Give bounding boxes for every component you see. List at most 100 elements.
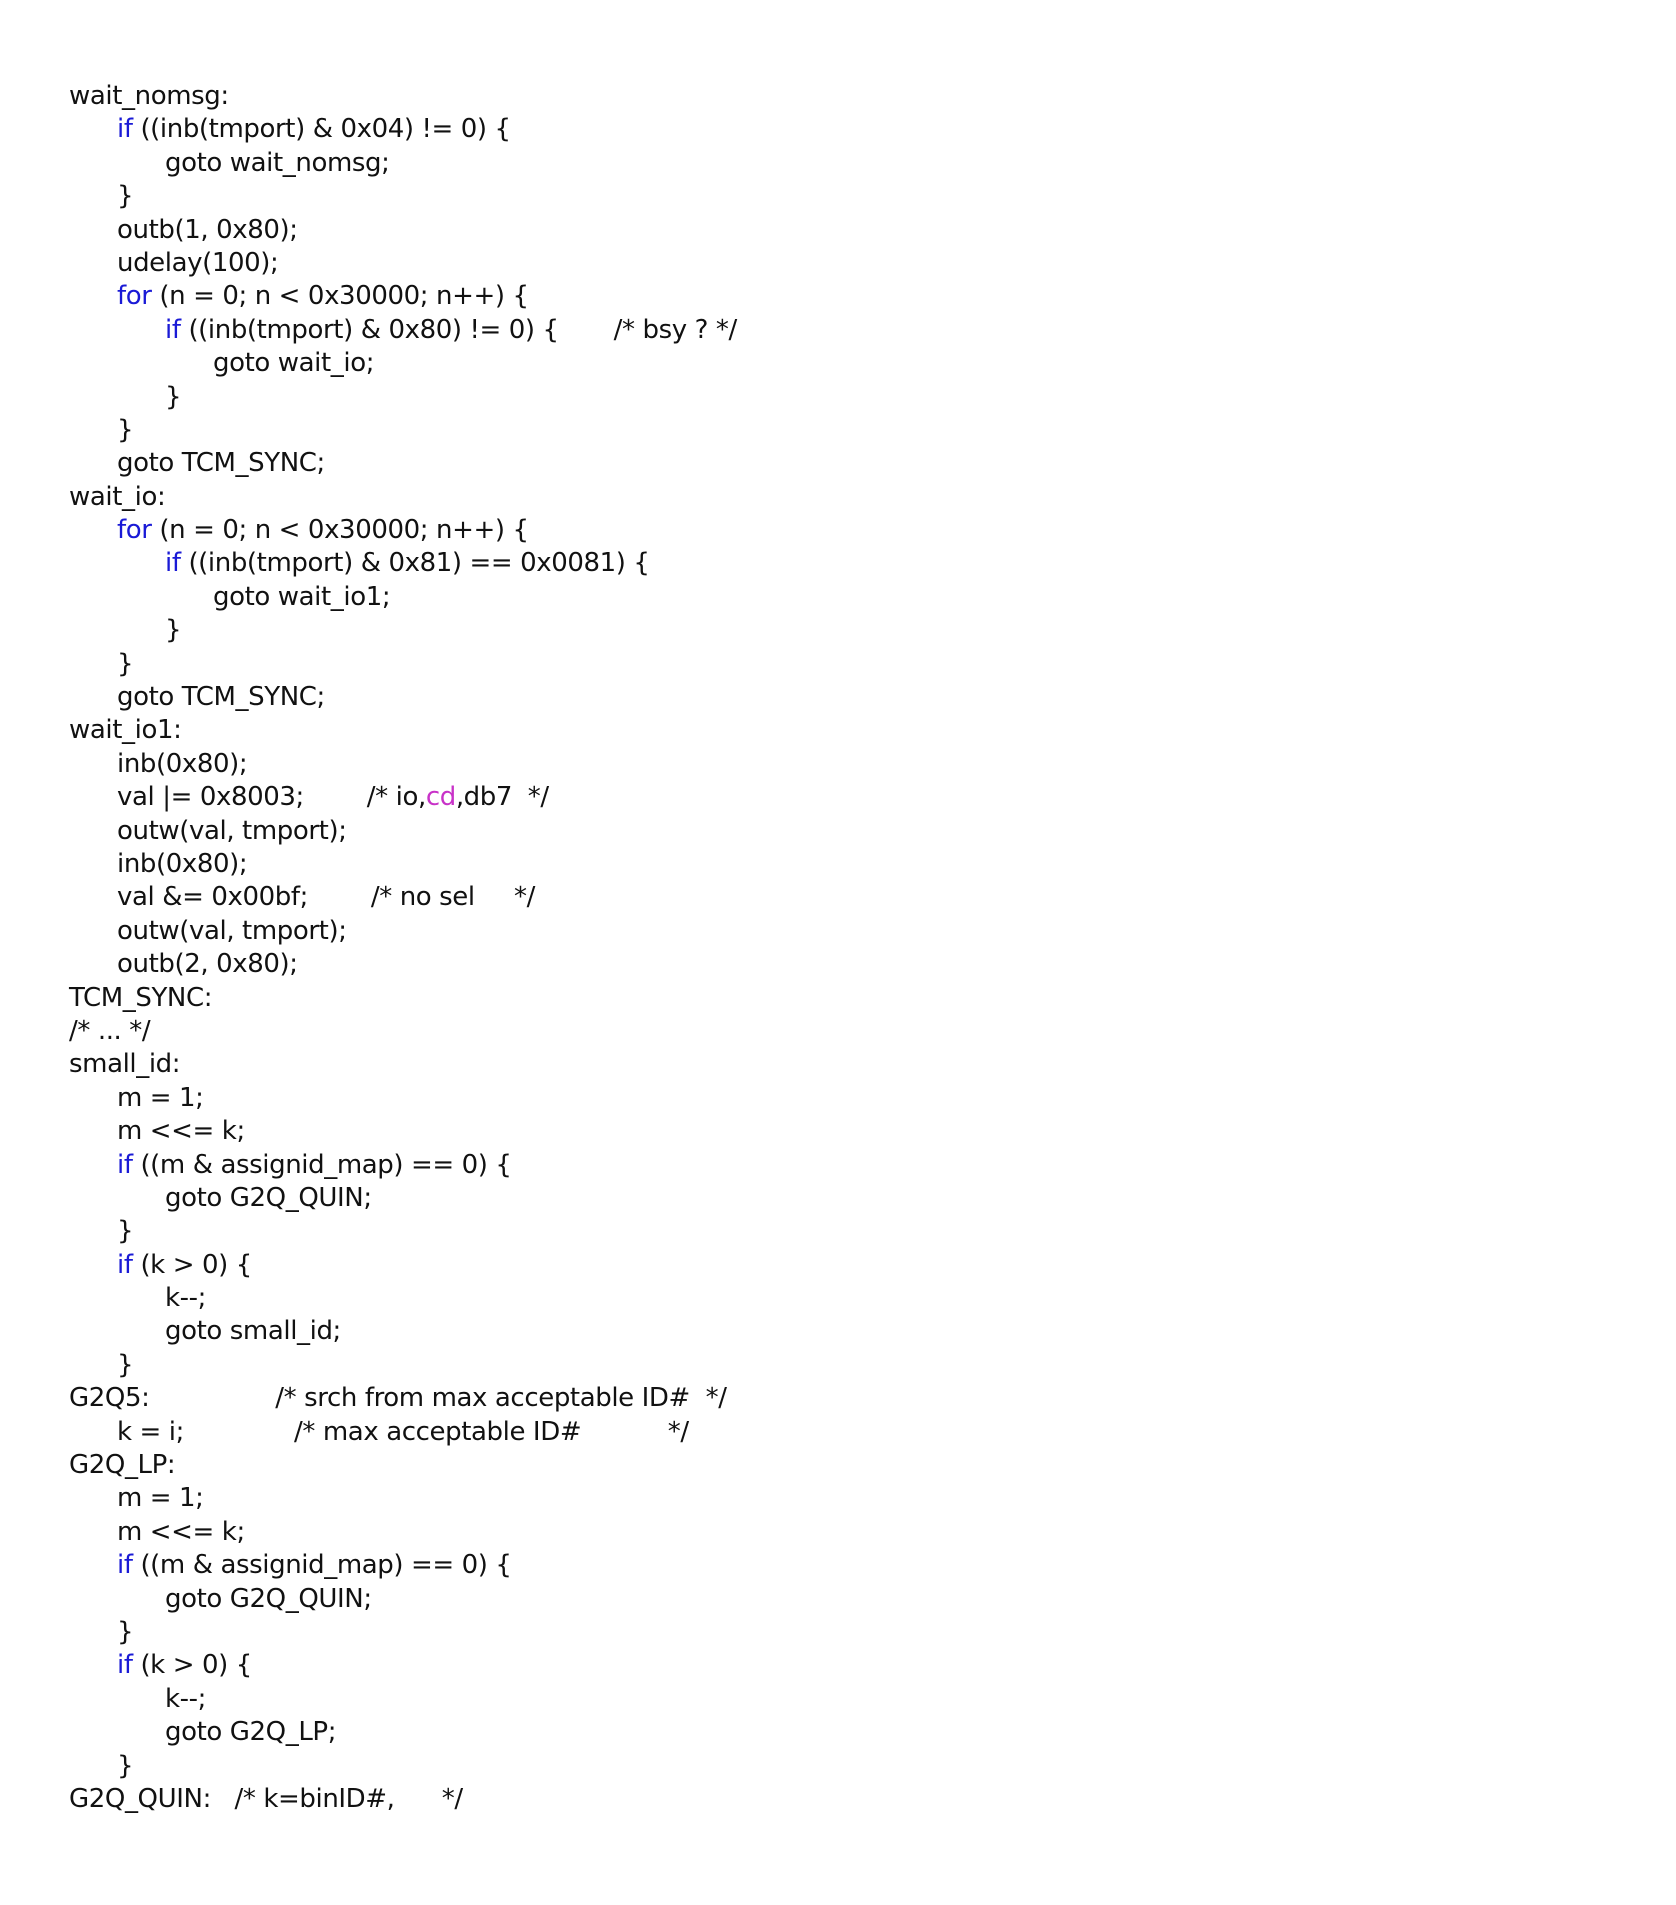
code-line: wait_io1:	[69, 714, 737, 747]
code-text: }	[117, 414, 134, 445]
code-line: m <<= k;	[69, 1115, 737, 1148]
code-line: udelay(100);	[69, 247, 737, 280]
code-line: }	[69, 1215, 737, 1248]
code-line: outw(val, tmport);	[69, 815, 737, 848]
code-keyword: if	[165, 314, 181, 345]
code-text: outw(val, tmport);	[117, 915, 347, 946]
code-line: if ((m & assignid_map) == 0) {	[69, 1549, 737, 1582]
code-line: G2Q5: /* srch from max acceptable ID# */	[69, 1382, 737, 1415]
code-line: }	[69, 1750, 737, 1783]
code-line: }	[69, 614, 737, 647]
code-line: goto small_id;	[69, 1315, 737, 1348]
code-line: if ((inb(tmport) & 0x04) != 0) {	[69, 113, 737, 146]
code-text: goto small_id;	[165, 1316, 341, 1347]
code-text: }	[117, 1349, 134, 1380]
code-keyword: for	[117, 281, 152, 312]
code-text: ,db7 */	[455, 782, 549, 813]
code-line: if ((inb(tmport) & 0x81) == 0x0081) {	[69, 547, 737, 580]
code-text: }	[117, 1750, 134, 1781]
code-text: outw(val, tmport);	[117, 815, 347, 846]
code-line: goto wait_nomsg;	[69, 147, 737, 180]
code-text: }	[117, 181, 134, 212]
code-text: (n = 0; n < 0x30000; n++) {	[151, 281, 529, 312]
code-line: }	[69, 381, 737, 414]
code-text: goto TCM_SYNC;	[117, 448, 325, 479]
code-text: ((inb(tmport) & 0x81) == 0x0081) {	[180, 548, 650, 579]
code-keyword: if	[117, 1550, 133, 1581]
code-keyword: if	[117, 1149, 133, 1180]
code-line: m = 1;	[69, 1082, 737, 1115]
code-line: goto wait_io;	[69, 347, 737, 380]
code-line: goto G2Q_LP;	[69, 1716, 737, 1749]
code-line: }	[69, 648, 737, 681]
code-keyword: if	[165, 548, 181, 579]
code-text: m = 1;	[117, 1483, 204, 1514]
code-line: goto wait_io1;	[69, 581, 737, 614]
code-text: wait_nomsg:	[69, 81, 229, 111]
code-text: (k > 0) {	[132, 1650, 252, 1681]
code-text: }	[165, 615, 182, 646]
code-text: G2Q_QUIN: /* k=binID#, */	[69, 1783, 463, 1814]
code-line: goto TCM_SYNC;	[69, 447, 737, 480]
code-text: (k > 0) {	[132, 1249, 252, 1280]
code-text: ((m & assignid_map) == 0) {	[132, 1149, 512, 1180]
code-keyword: if	[117, 1249, 133, 1280]
code-text: }	[117, 648, 134, 679]
code-keyword: for	[117, 515, 152, 546]
code-text: k = i; /* max acceptable ID# */	[117, 1416, 689, 1447]
code-highlight: cd	[425, 782, 456, 813]
code-text: G2Q_LP:	[69, 1450, 176, 1481]
code-text: goto wait_io;	[213, 348, 375, 379]
code-line: inb(0x80);	[69, 748, 737, 781]
code-line: k--;	[69, 1683, 737, 1716]
code-line: }	[69, 414, 737, 447]
code-line: m = 1;	[69, 1482, 737, 1515]
code-text: inb(0x80);	[117, 848, 248, 879]
code-text: val |= 0x8003; /* io,	[117, 782, 426, 813]
code-text: wait_io1:	[69, 715, 182, 746]
code-line: if (k > 0) {	[69, 1249, 737, 1282]
code-text: outb(1, 0x80);	[117, 214, 298, 245]
code-text: k--;	[165, 1283, 206, 1314]
code-line: small_id:	[69, 1048, 737, 1081]
code-line: G2Q_QUIN: /* k=binID#, */	[69, 1783, 737, 1816]
code-text: goto G2Q_LP;	[165, 1717, 337, 1748]
code-text: }	[117, 1616, 134, 1647]
code-line: k = i; /* max acceptable ID# */	[69, 1416, 737, 1449]
code-line: }	[69, 1349, 737, 1382]
code-text: val &= 0x00bf; /* no sel */	[117, 882, 536, 913]
code-line: goto TCM_SYNC;	[69, 681, 737, 714]
code-text: ((inb(tmport) & 0x80) != 0) { /* bsy ? *…	[180, 314, 737, 345]
code-text: inb(0x80);	[117, 748, 248, 779]
code-text: k--;	[165, 1683, 206, 1714]
code-line: for (n = 0; n < 0x30000; n++) {	[69, 280, 737, 313]
code-text: }	[117, 1216, 134, 1247]
code-text: m <<= k;	[117, 1116, 245, 1147]
code-line: wait_io:	[69, 481, 737, 514]
code-line: for (n = 0; n < 0x30000; n++) {	[69, 514, 737, 547]
code-text: ((m & assignid_map) == 0) {	[132, 1550, 512, 1581]
code-text: G2Q5: /* srch from max acceptable ID# */	[69, 1383, 727, 1414]
code-text: (n = 0; n < 0x30000; n++) {	[151, 515, 529, 546]
code-line: goto G2Q_QUIN;	[69, 1583, 737, 1616]
code-line: if ((m & assignid_map) == 0) {	[69, 1149, 737, 1182]
code-line: }	[69, 180, 737, 213]
code-text: }	[165, 381, 182, 412]
code-text: wait_io:	[69, 481, 166, 512]
code-text: goto wait_nomsg;	[165, 147, 390, 178]
code-line: if (k > 0) {	[69, 1649, 737, 1682]
code-text: m = 1;	[117, 1082, 204, 1113]
code-text: goto TCM_SYNC;	[117, 682, 325, 713]
code-text: ((inb(tmport) & 0x04) != 0) {	[132, 114, 511, 145]
code-text: /* ... */	[69, 1015, 151, 1046]
code-keyword: if	[117, 1650, 133, 1681]
code-text: m <<= k;	[117, 1516, 245, 1547]
code-line: TCM_SYNC:	[69, 982, 737, 1015]
code-line: val &= 0x00bf; /* no sel */	[69, 881, 737, 914]
code-line: if ((inb(tmport) & 0x80) != 0) { /* bsy …	[69, 314, 737, 347]
code-keyword: if	[117, 114, 133, 145]
code-line: /* ... */	[69, 1015, 737, 1048]
code-line: }	[69, 1616, 737, 1649]
code-line: outb(1, 0x80);	[69, 214, 737, 247]
code-line: m <<= k;	[69, 1516, 737, 1549]
